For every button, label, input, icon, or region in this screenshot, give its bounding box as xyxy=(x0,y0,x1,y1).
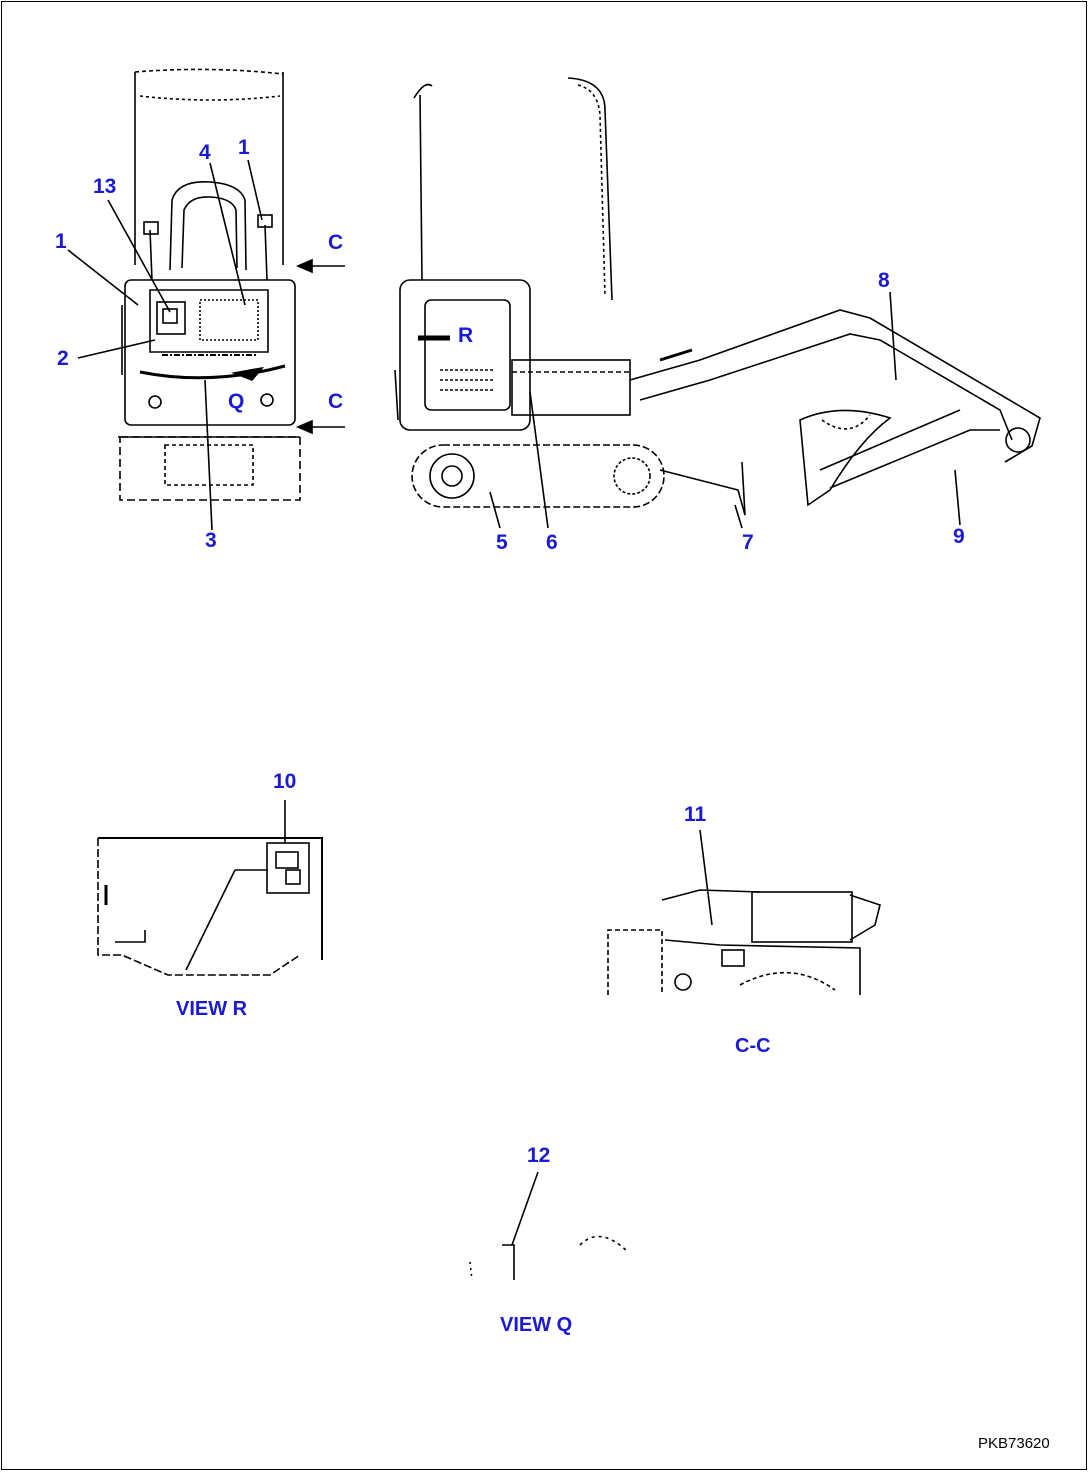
view-q-sketch xyxy=(469,1171,629,1281)
view-r-sketch xyxy=(97,800,323,976)
callout-4: 4 xyxy=(199,141,211,164)
rear-view-machine xyxy=(67,68,345,531)
callout-9: 9 xyxy=(953,525,965,548)
section-cc-sketch xyxy=(607,829,881,995)
view-q-label: VIEW Q xyxy=(500,1314,573,1336)
callout-13: 13 xyxy=(93,175,117,198)
view-r-label: VIEW R xyxy=(176,998,248,1020)
callout-12: 12 xyxy=(527,1144,551,1167)
side-view-machine xyxy=(394,77,1041,529)
callout-c-top: C xyxy=(328,231,344,254)
callout-6: 6 xyxy=(546,531,558,554)
callout-1-top: 1 xyxy=(238,136,250,159)
figure-id: PKB73620 xyxy=(978,1435,1050,1452)
callout-8: 8 xyxy=(878,269,890,292)
callout-r: R xyxy=(458,324,474,347)
callout-10: 10 xyxy=(273,770,297,793)
callout-1-left: 1 xyxy=(55,230,67,253)
callout-5: 5 xyxy=(496,531,508,554)
callout-2: 2 xyxy=(57,347,69,370)
callout-3: 3 xyxy=(205,529,217,552)
callout-7: 7 xyxy=(742,531,754,554)
section-cc-label: C-C xyxy=(735,1035,771,1057)
callout-q: Q xyxy=(228,390,245,413)
callout-c-bottom: C xyxy=(328,390,344,413)
callout-11: 11 xyxy=(684,803,707,826)
